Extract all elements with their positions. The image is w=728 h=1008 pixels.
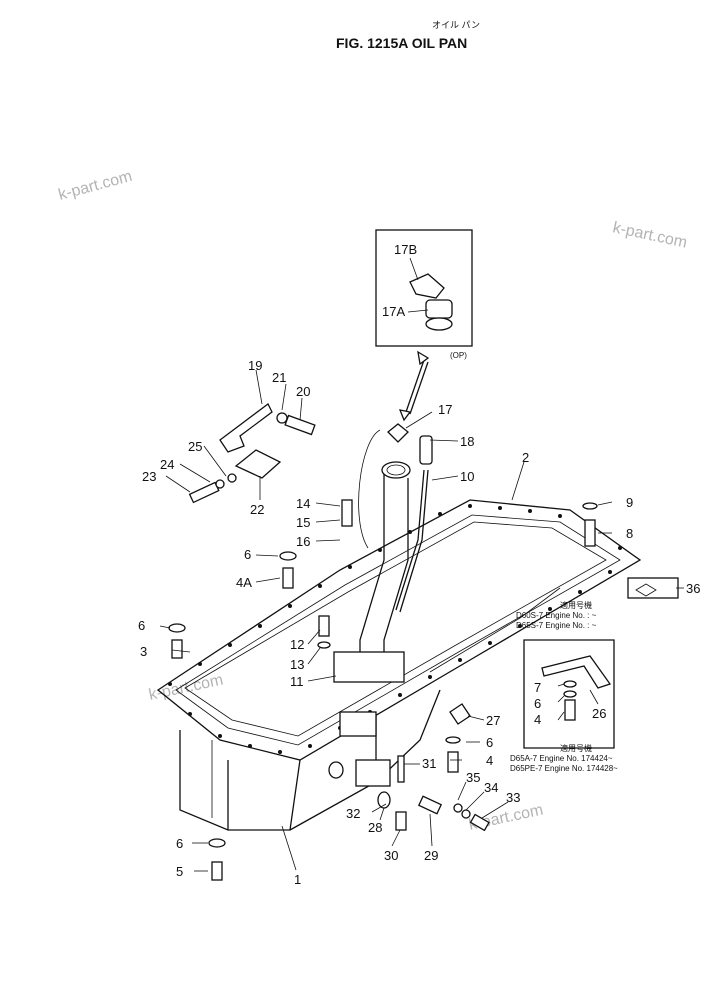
callout-25: 25 [188,439,202,454]
leader-lines [159,369,684,872]
callout-28: 28 [368,820,382,835]
callout-20: 20 [296,384,310,399]
callout-2: 2 [522,450,529,465]
applicability-row: D60S-7 Engine No. : ~ [516,611,597,620]
callout-14: 14 [296,496,310,511]
inset-optional-parts: 17B 17A (OP) [375,229,473,360]
callout-23: 23 [142,469,156,484]
bracket-26-inset [523,639,615,749]
callout-labels: 1 2 3 4 4 4A 5 6 6 6 6 6 7 8 9 10 11 12 … [138,358,700,887]
inset-label-17a: 17A [382,304,405,319]
callout-7: 7 [534,680,541,695]
callout-12: 12 [290,637,304,652]
callout-36: 36 [686,581,700,596]
callout-4-inset: 4 [534,712,541,727]
callout-9: 9 [626,495,633,510]
callout-6: 6 [486,735,493,750]
callout-10: 10 [460,469,474,484]
applicability-upper: 適用号機 D60S-7 Engine No. : ~ D65S-7 Engine… [516,600,597,630]
callout-4a: 4A [236,575,252,590]
callout-34: 34 [484,780,498,795]
callout-19: 19 [248,358,262,373]
callout-33: 33 [506,790,520,805]
figure-title: FIG. 1215A OIL PAN [336,35,467,51]
applicability-row: D65A-7 Engine No. 174424~ [510,754,613,763]
callout-8: 8 [626,526,633,541]
callout-6: 6 [244,547,251,562]
callout-3: 3 [140,644,147,659]
applicability-row: D65PE-7 Engine No. 174428~ [510,764,618,773]
callout-29: 29 [424,848,438,863]
inset-label-17b: 17B [394,242,417,257]
callout-26: 26 [592,706,606,721]
callout-31: 31 [422,756,436,771]
filler-tube-assembly [333,423,433,683]
callout-30: 30 [384,848,398,863]
callout-1: 1 [294,872,301,887]
double-arrow [398,350,430,422]
callout-35: 35 [466,770,480,785]
callout-6: 6 [176,836,183,851]
callout-13: 13 [290,657,304,672]
op-note: (OP) [450,351,467,360]
applicability-lower: 適用号機 D65A-7 Engine No. 174424~ D65PE-7 E… [510,743,618,773]
applicability-heading: 適用号機 [560,600,592,610]
callout-11: 11 [290,674,304,689]
applicability-heading: 適用号機 [560,743,592,753]
callout-24: 24 [160,457,174,472]
callout-22: 22 [250,502,264,517]
callout-4: 4 [486,753,493,768]
callout-17: 17 [438,402,452,417]
callout-32: 32 [346,806,360,821]
applicability-row: D65S-7 Engine No. : ~ [516,621,597,630]
callout-18: 18 [460,434,474,449]
part-36-box [627,577,679,599]
callout-6: 6 [138,618,145,633]
bracket-parts [188,403,316,504]
callout-6-inset: 6 [534,696,541,711]
watermark: k-part.com [57,168,134,204]
japanese-title: オイル パン [432,20,480,30]
fastener-bolts [168,499,598,881]
callout-15: 15 [296,515,310,530]
callout-21: 21 [272,370,286,385]
callout-16: 16 [296,534,310,549]
callout-5: 5 [176,864,183,879]
watermark: k-part.com [611,219,688,251]
callout-27: 27 [486,713,500,728]
flange-bolt-holes [168,504,622,754]
oil-pan-body [156,499,642,831]
